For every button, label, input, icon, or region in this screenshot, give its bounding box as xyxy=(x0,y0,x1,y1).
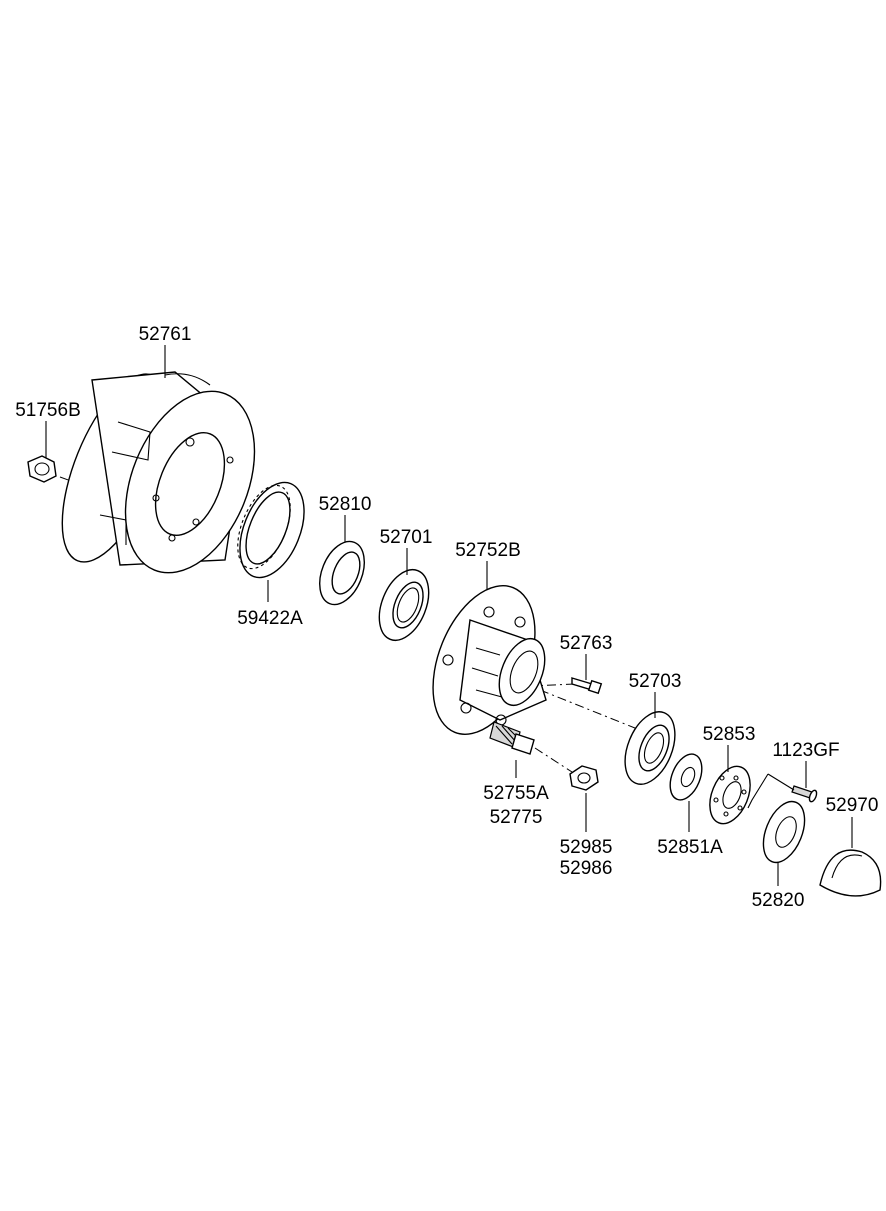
hub-nut-52985[interactable] xyxy=(569,765,599,791)
label-52851A[interactable]: 52851A xyxy=(657,837,723,858)
hub-lock-nut-52820[interactable] xyxy=(755,796,812,869)
outer-bearing-52703[interactable] xyxy=(615,705,684,792)
label-52820[interactable]: 52820 xyxy=(752,890,805,911)
label-52810[interactable]: 52810 xyxy=(319,494,372,515)
label-52853[interactable]: 52853 xyxy=(703,724,756,745)
label-51756B[interactable]: 51756B xyxy=(15,400,81,421)
brake-drum-52761[interactable] xyxy=(40,360,279,592)
label-52763[interactable]: 52763 xyxy=(560,633,613,654)
leader-lines xyxy=(45,345,853,886)
hub-cap-52970[interactable] xyxy=(819,849,882,897)
label-52703[interactable]: 52703 xyxy=(629,671,682,692)
nut-51756B[interactable] xyxy=(27,455,57,483)
label-52752B[interactable]: 52752B xyxy=(455,540,521,561)
part-labels: 52761 51756B 59422A 52810 52701 52752B 5… xyxy=(15,324,878,911)
lock-washer-52851A[interactable] xyxy=(664,750,708,805)
label-52986[interactable]: 52986 xyxy=(560,858,613,879)
lock-plate-52853[interactable] xyxy=(702,760,758,829)
screw-1123GF[interactable] xyxy=(747,773,818,809)
label-52775[interactable]: 52775 xyxy=(490,807,543,828)
label-52701[interactable]: 52701 xyxy=(380,527,433,548)
label-52985[interactable]: 52985 xyxy=(560,837,613,858)
label-1123GF[interactable]: 1123GF xyxy=(772,740,839,761)
wheel-stud-52755A[interactable] xyxy=(489,721,535,755)
label-52761[interactable]: 52761 xyxy=(139,324,192,345)
label-52970[interactable]: 52970 xyxy=(826,795,879,816)
inner-bearing-52701[interactable] xyxy=(370,562,439,647)
oil-seal-52810[interactable] xyxy=(311,535,373,611)
wheel-hub-52752B[interactable] xyxy=(413,571,555,749)
label-52755A[interactable]: 52755A xyxy=(483,783,549,804)
bolt-52763[interactable] xyxy=(571,677,603,695)
label-59422A[interactable]: 59422A xyxy=(237,608,303,629)
tone-ring-59422A[interactable] xyxy=(227,473,317,587)
